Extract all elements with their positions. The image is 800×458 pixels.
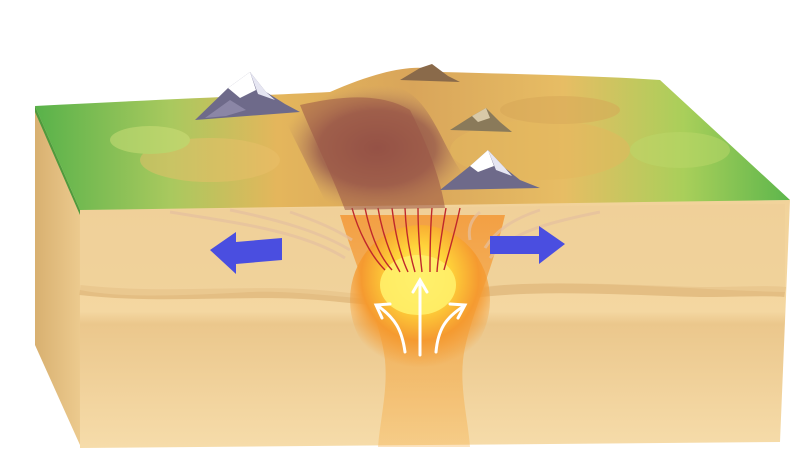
block-left-side — [35, 106, 80, 445]
mountain-back — [400, 64, 460, 82]
block-left-side-top — [35, 106, 80, 215]
mountain-small — [450, 108, 512, 132]
rift-faults — [351, 207, 461, 273]
rift-valley-floor — [300, 97, 445, 210]
mountain-left — [195, 72, 300, 120]
surface-texture — [110, 96, 730, 182]
arrow-right-icon — [490, 226, 565, 264]
crustal-faults — [169, 208, 601, 260]
upwelling-arrows-icon — [373, 277, 468, 357]
mountain-right — [440, 150, 540, 190]
arrow-left-icon — [210, 232, 282, 274]
